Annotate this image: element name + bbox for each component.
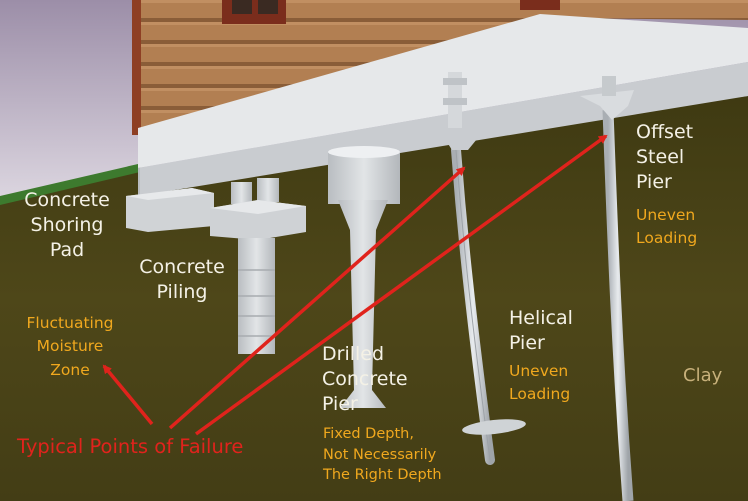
house-trim bbox=[132, 0, 141, 135]
helical-plate bbox=[462, 419, 526, 435]
arrow-to-offset-pier bbox=[194, 134, 608, 436]
offset-pier-label-line: Pier bbox=[636, 171, 672, 194]
shoring-pad-label-line: Pad bbox=[49, 239, 85, 262]
offset-pier-note: Uneven Loading bbox=[636, 204, 697, 251]
failure-points-label: Typical Points of Failure bbox=[17, 435, 244, 458]
drilled-pier-note-line: The Right Depth bbox=[323, 467, 442, 484]
foundation-beam-face bbox=[138, 168, 140, 196]
piling-cap-top bbox=[210, 200, 306, 214]
helical-pier-bracket bbox=[448, 72, 462, 144]
shoring-pad-label: Concrete Shoring Pad bbox=[18, 188, 116, 263]
offset-pier-label-line: Steel bbox=[636, 146, 685, 169]
arrow-to-helical-pier bbox=[168, 166, 466, 430]
helical-pier-note-line: Uneven bbox=[509, 362, 569, 380]
drilled-pier-shaft bbox=[338, 200, 388, 408]
offset-pier-bracket bbox=[580, 90, 634, 120]
drilled-pier-note-line: Fixed Depth, bbox=[323, 426, 414, 442]
drilled-pier-label-line: Concrete bbox=[322, 368, 408, 391]
helical-pier-funnel bbox=[438, 128, 486, 150]
arrow-to-moisture-zone bbox=[102, 364, 154, 426]
piling-label-line: Piling bbox=[156, 281, 208, 304]
shoring-pad-label-line: Concrete bbox=[24, 189, 110, 211]
moisture-zone-label-line: Zone bbox=[50, 360, 90, 379]
offset-pier-label: Offset Steel Pier bbox=[636, 120, 693, 195]
offset-pier-note-line: Uneven bbox=[636, 206, 696, 224]
house-siding bbox=[138, 0, 748, 132]
helical-pier-label-line: Helical bbox=[509, 307, 573, 329]
offset-pier-shaft bbox=[602, 109, 634, 501]
offset-pier-note-line: Loading bbox=[636, 229, 698, 248]
offset-pier-label-line: Offset bbox=[636, 121, 694, 143]
drilled-pier-label-line: Drilled bbox=[322, 343, 385, 365]
drilled-pier-label-line: Pier bbox=[322, 393, 358, 416]
moisture-zone-label-line: Moisture bbox=[36, 337, 104, 356]
window-frame bbox=[520, 0, 560, 10]
clay-soil-label: Clay bbox=[683, 365, 723, 386]
helical-pier-note: Uneven Loading bbox=[509, 360, 570, 407]
drilled-pier-cap bbox=[328, 152, 400, 204]
grass-edge bbox=[0, 164, 140, 205]
piling-post bbox=[257, 178, 279, 202]
drilled-pier-label: Drilled Concrete Pier bbox=[322, 342, 408, 417]
foundation-beam bbox=[138, 14, 748, 168]
piling-label-line: Concrete bbox=[139, 256, 225, 278]
helical-pier-note-line: Loading bbox=[509, 385, 571, 404]
shoring-pad-label-line: Shoring bbox=[30, 214, 104, 237]
shoring-pad-top bbox=[126, 188, 214, 200]
window-pane bbox=[258, 0, 278, 14]
piling-post bbox=[231, 182, 252, 204]
piling-label: Concrete Piling bbox=[136, 255, 228, 305]
moisture-zone-label: Fluctuating Moisture Zone bbox=[20, 312, 120, 382]
helical-pier-label: Helical Pier bbox=[509, 306, 573, 356]
helical-pier-label-line: Pier bbox=[509, 332, 545, 355]
drilled-pier-note-line: Not Necessarily bbox=[323, 446, 437, 463]
window-pane bbox=[232, 0, 252, 14]
drilled-pier-note: Fixed Depth, Not Necessarily The Right D… bbox=[323, 424, 442, 486]
moisture-zone-label-line: Fluctuating bbox=[26, 314, 114, 332]
